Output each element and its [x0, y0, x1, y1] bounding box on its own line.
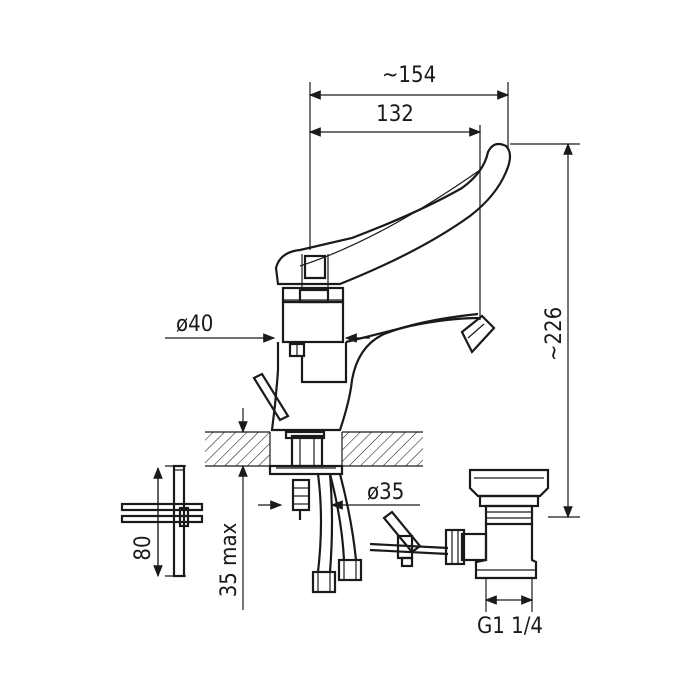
faucet-body	[252, 142, 512, 594]
dim-spout-reach: 132	[308, 102, 482, 320]
dim-handle-height: 80	[131, 466, 163, 578]
handle-side-view	[120, 464, 204, 578]
dim-drain-thread: G1 1/4	[477, 578, 543, 639]
pop-up-drain	[369, 468, 550, 580]
label-hole-diameter: ø35	[367, 480, 404, 505]
label-handle-height: 80	[131, 535, 156, 560]
label-overall-width: ~154	[382, 63, 436, 88]
label-spout-reach: 132	[376, 102, 414, 127]
label-max-counter: 35 max	[217, 522, 242, 597]
dim-max-counter: 35 max	[217, 408, 248, 610]
label-drain-thread: G1 1/4	[477, 614, 543, 639]
dim-body-diameter: ø40	[165, 312, 370, 343]
label-overall-height: ~226	[542, 307, 567, 361]
dim-hole-diameter: ø35	[258, 480, 420, 510]
dim-overall-width: ~154	[308, 63, 510, 250]
label-body-diameter: ø40	[176, 312, 213, 337]
dim-overall-height: ~226	[510, 142, 580, 519]
